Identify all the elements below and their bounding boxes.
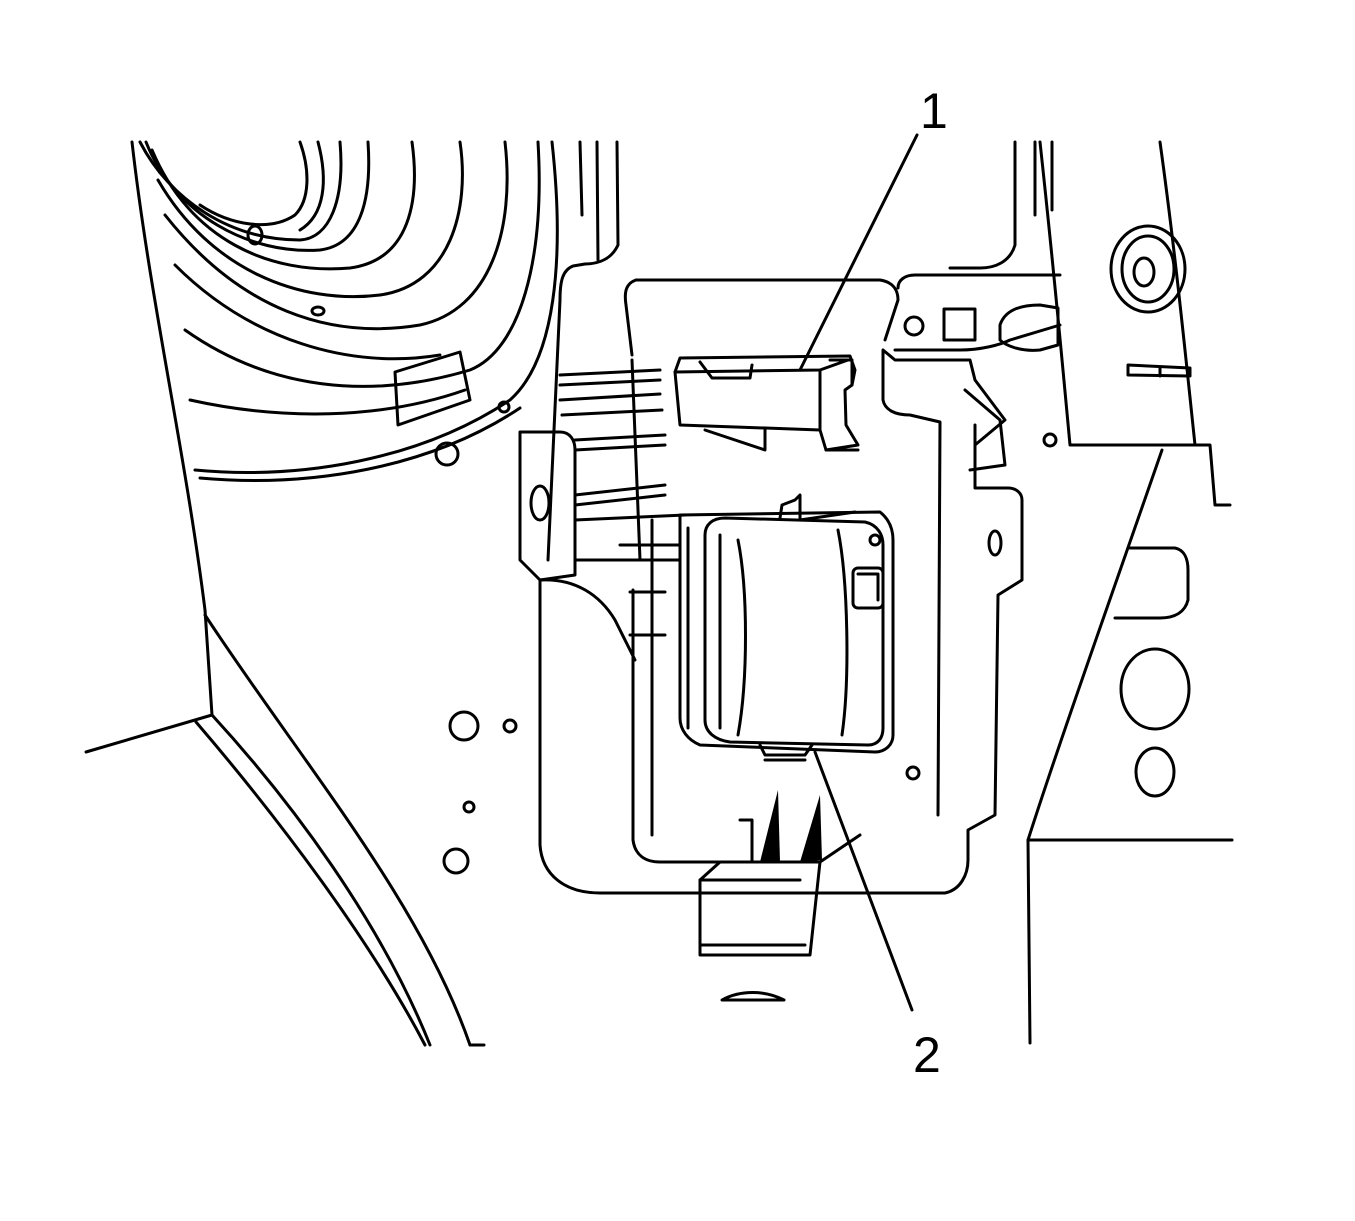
lower-connector xyxy=(698,790,862,1002)
wheelhouse-panel xyxy=(84,140,559,1047)
component-2-module xyxy=(678,493,895,762)
callout-1-label: 1 xyxy=(920,83,948,139)
callout-1: 1 xyxy=(798,83,948,372)
right-body-panel xyxy=(948,140,1234,1045)
callout-2: 2 xyxy=(813,750,941,1083)
mounting-bracket xyxy=(538,140,1062,895)
component-1-connector xyxy=(673,354,860,452)
wiring-clip-bracket xyxy=(518,358,687,662)
callout-2-label: 2 xyxy=(913,1027,941,1083)
